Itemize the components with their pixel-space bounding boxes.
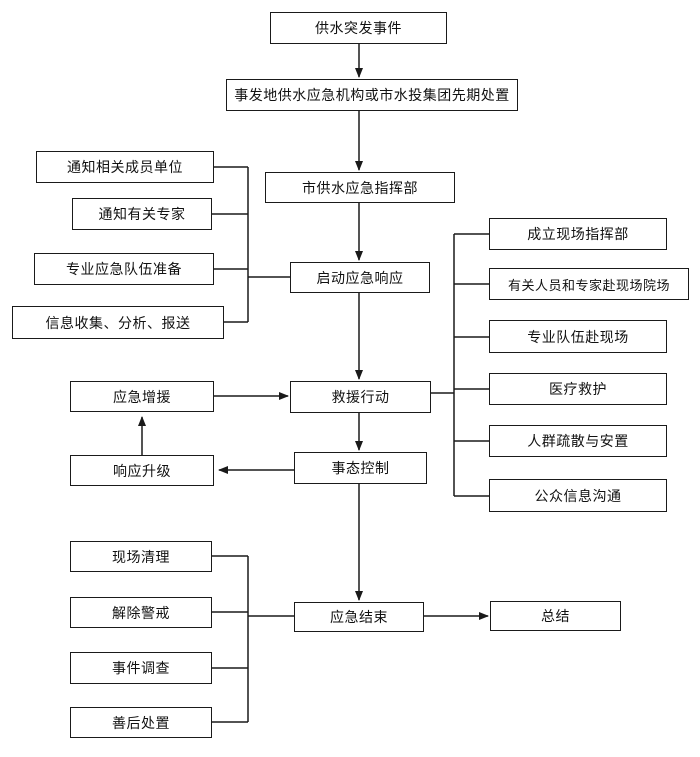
node-team-site: 专业队伍赴现场 bbox=[489, 320, 667, 353]
node-medical: 医疗救护 bbox=[489, 373, 667, 405]
node-lift-alert: 解除警戒 bbox=[70, 597, 212, 628]
node-info-collect: 信息收集、分析、报送 bbox=[12, 306, 224, 339]
node-cleanup: 现场清理 bbox=[70, 541, 212, 572]
node-personnel-site: 有关人员和专家赴现场院场 bbox=[489, 268, 689, 300]
bracket-notify-group bbox=[212, 166, 290, 323]
node-start-response: 启动应急响应 bbox=[290, 262, 430, 293]
bracket-closing-tasks bbox=[212, 555, 294, 723]
node-event: 供水突发事件 bbox=[270, 12, 447, 44]
bracket-rescue-actions bbox=[431, 233, 489, 497]
node-rescue: 救援行动 bbox=[290, 381, 431, 413]
node-upgrade: 响应升级 bbox=[70, 455, 214, 486]
node-command: 市供水应急指挥部 bbox=[265, 172, 455, 203]
node-site-command: 成立现场指挥部 bbox=[489, 218, 667, 250]
node-notify-experts: 通知有关专家 bbox=[72, 198, 212, 230]
node-public-info: 公众信息沟通 bbox=[489, 479, 667, 512]
node-aftermath: 善后处置 bbox=[70, 707, 212, 738]
node-investigation: 事件调查 bbox=[70, 652, 212, 684]
node-end: 应急结束 bbox=[294, 602, 424, 632]
node-notify-units: 通知相关成员单位 bbox=[36, 151, 214, 183]
node-evacuation: 人群疏散与安置 bbox=[489, 425, 667, 457]
node-control: 事态控制 bbox=[294, 452, 427, 484]
node-reinforce: 应急增援 bbox=[70, 381, 214, 412]
node-summary: 总结 bbox=[490, 601, 621, 631]
node-team-prepare: 专业应急队伍准备 bbox=[34, 253, 214, 285]
node-initial-handling: 事发地供水应急机构或市水投集团先期处置 bbox=[226, 79, 518, 111]
